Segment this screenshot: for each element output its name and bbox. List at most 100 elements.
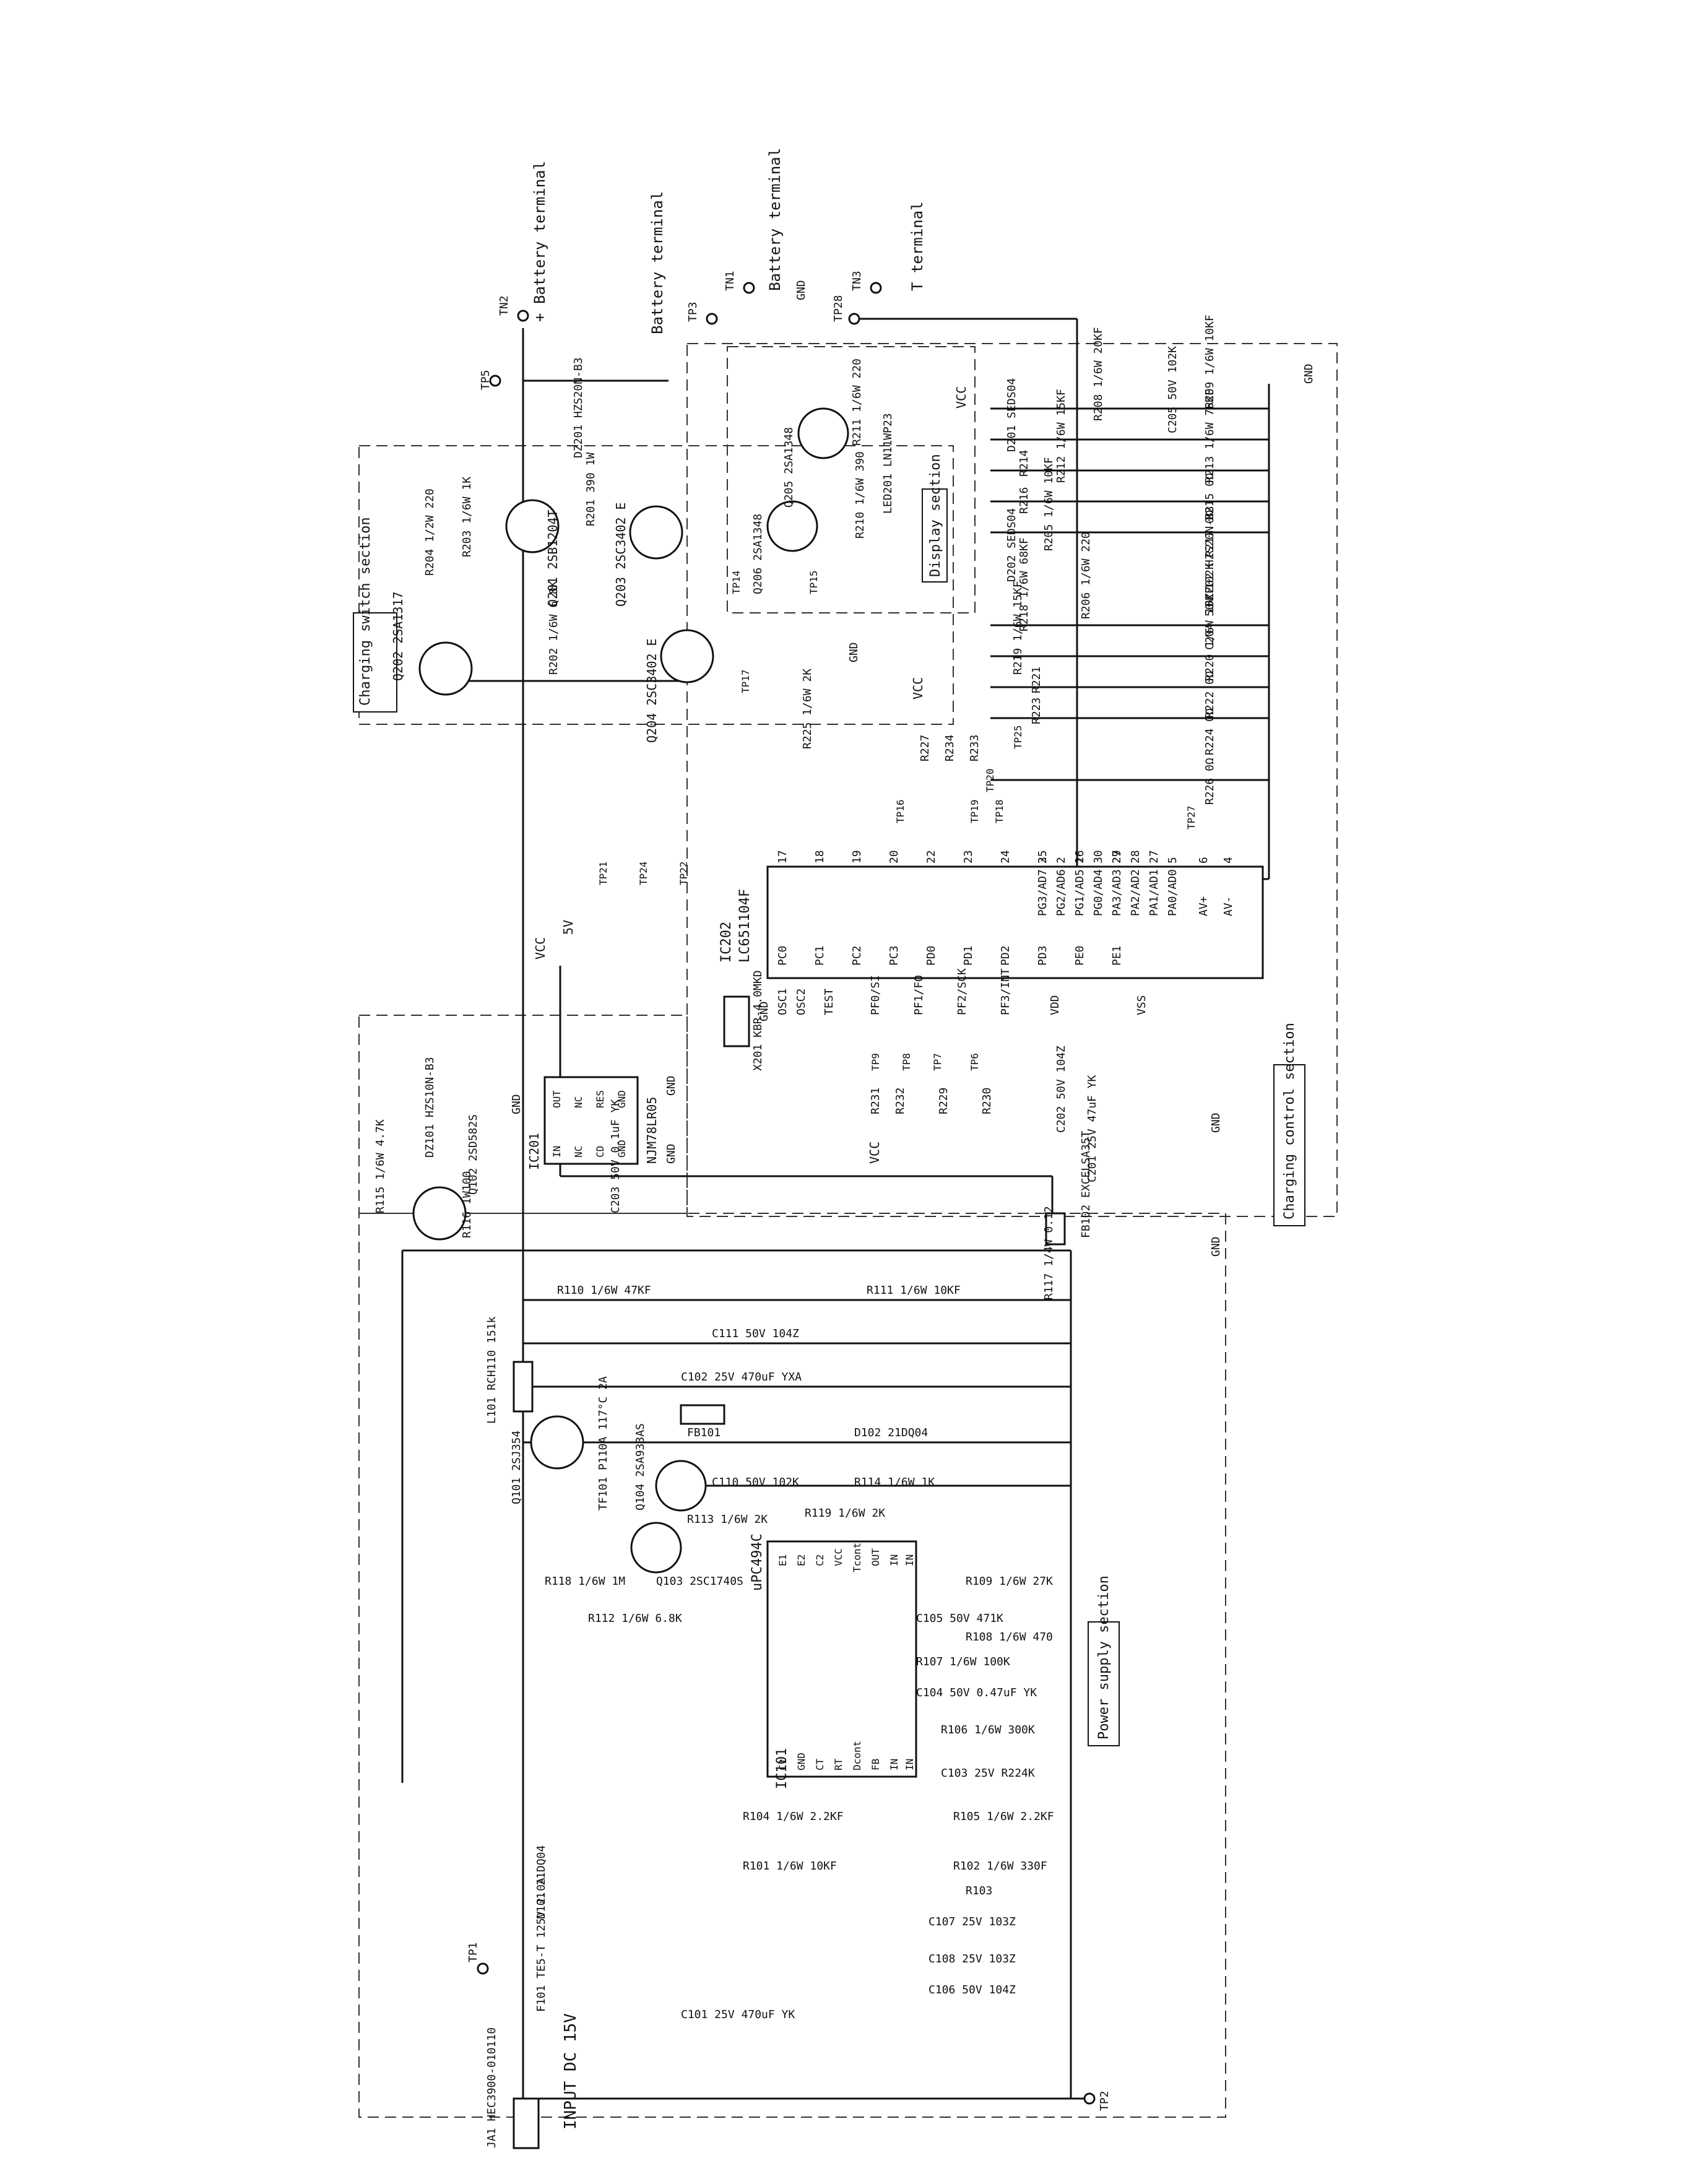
ic201-pin-res: RES — [594, 1090, 606, 1108]
tp21-label: TP21 — [597, 861, 609, 885]
ic202-num-27b: 27 — [1148, 850, 1161, 864]
label-r216: R216 — [1018, 487, 1031, 514]
vcc-label-pf: VCC — [867, 1142, 882, 1164]
tp22-label: TP22 — [678, 861, 690, 885]
ic202-pin-pf0: PF0/SI — [869, 975, 882, 1015]
label-dz202: DZ202 HZS20N-B3 — [1203, 506, 1216, 607]
tn3-label: TN3 — [850, 271, 863, 291]
label-d201: D201 SEDS04 — [1005, 378, 1018, 452]
tp5-terminal — [489, 375, 501, 387]
power-supply-section-box — [358, 1213, 1226, 2118]
ic101-pin-dcont: Dcont — [851, 1741, 863, 1770]
label-q203: Q203 2SC3402 E — [613, 502, 628, 607]
label-r221: R221 — [1030, 667, 1043, 693]
label-r229: R229 — [937, 1088, 950, 1114]
label-r102: R102 1/6W 330F — [953, 1860, 1047, 1873]
ic202-num-6: 6 — [1197, 857, 1210, 864]
ic202-num-22: 22 — [925, 850, 938, 864]
label-r224: R224 0Ω — [1203, 708, 1216, 755]
label-c104: C104 50V 0.47uF YK — [916, 1686, 1037, 1699]
label-c111: C111 50V 104Z — [712, 1327, 799, 1340]
label-q205: Q205 2SA1348 — [782, 427, 795, 508]
label-dz201: DZ201 HZS20N-B3 — [572, 357, 585, 458]
label-q206: Q206 2SA1348 — [751, 514, 764, 594]
label-fb101: FB101 — [687, 1426, 721, 1439]
label-r202: R202 1/6W 6.8K — [547, 581, 560, 675]
label-r117: R117 1/4W 0.12 — [1042, 1206, 1055, 1300]
ic202-pin-pe1: PE1 — [1110, 945, 1123, 966]
label-q101: Q101 2SJ354 — [510, 1431, 523, 1504]
ic101-pin-in2: IN — [904, 1554, 915, 1566]
label-r113: R113 1/6W 2K — [687, 1513, 768, 1526]
tp28-terminal — [848, 313, 860, 325]
tp3-battery-label: Battery terminal — [649, 191, 666, 334]
ic201-pin-out: OUT — [551, 1090, 563, 1108]
label-r231: R231 — [869, 1088, 882, 1114]
ic202-pin-pg1: PG1/AD5 — [1073, 869, 1086, 916]
ic202-num-25: 25 — [1036, 850, 1049, 864]
net-labels: VCC 5V VCC VCC VCC GND GND GND GND GND G… — [510, 280, 1315, 1257]
label-q202: Q202 2SA1317 — [391, 592, 405, 682]
tn1-battery-label: Battery terminal — [766, 148, 784, 291]
label-r212: R212 1/6W 15KF — [1055, 389, 1068, 483]
ic202-pin-pf3: PF3/INT — [999, 968, 1012, 1015]
label-ja1: JA1 HEC3900-010110 — [485, 2027, 498, 2148]
ja1-symbol — [513, 2097, 540, 2149]
ic202-num-30: 30 — [1092, 850, 1105, 864]
five-v-label: 5V — [561, 920, 576, 935]
label-l101: L101 RCH110 151k — [485, 1316, 498, 1424]
ic101-pin-in3: IN — [888, 1759, 900, 1770]
tp2-label: TP2 — [1098, 2091, 1111, 2111]
label-r233: R233 — [968, 735, 981, 761]
q202-symbol — [418, 641, 473, 696]
label-c102: C102 25V 470uF YXA — [681, 1371, 802, 1384]
display-section-title: Display section — [922, 454, 948, 583]
gnd-label-3: GND — [847, 642, 860, 662]
ic202-right-pins: PG3/AD7 PG2/AD6 PG1/AD5 PG0/AD4 PA3/AD3 … — [1036, 869, 1235, 916]
label-r226: R226 0Ω — [1203, 758, 1216, 805]
label-r214: R214 — [1018, 450, 1031, 477]
label-d202: D202 SEDS04 — [1005, 508, 1018, 582]
label-c108: C108 25V 103Z — [928, 1952, 1016, 1965]
ic101-pin-rt: RT — [833, 1758, 844, 1770]
label-r114: R114 1/6W 1K — [854, 1476, 935, 1489]
ic201-pin-gnd2: GND — [616, 1090, 628, 1108]
ic202-pin-pc2: PC2 — [850, 945, 863, 966]
fb102-symbol — [1045, 1212, 1066, 1246]
label-r219: R219 1/6W 15KF — [1011, 581, 1024, 675]
label-r104: R104 1/6W 2.2KF — [743, 1810, 844, 1823]
gnd-label-7: GND — [665, 1075, 678, 1096]
ic202-pin-pd0: PD0 — [925, 945, 938, 966]
ic202-pin-pg2: PG2/AD6 — [1055, 869, 1068, 916]
x201-symbol — [723, 995, 750, 1047]
ic201-pin-nc2: NC — [573, 1096, 584, 1108]
ic101-pin-gnd: GND — [795, 1753, 807, 1770]
label-d102: D102 21DQ04 — [854, 1426, 928, 1439]
tp3-label: TP3 — [686, 301, 699, 322]
tp5-label: TP5 — [479, 370, 492, 390]
charging-control-section-box — [686, 343, 1338, 1217]
label-led201: LED201 LN11WP23 — [881, 413, 894, 514]
tn3-t-label: T terminal — [909, 202, 926, 292]
label-c105: C105 50V 471K — [916, 1612, 1003, 1625]
tp17-label: TP17 — [740, 669, 751, 693]
label-r205: R205 1/6W 10KF — [1042, 457, 1055, 551]
label-r112: R112 1/6W 6.8K — [588, 1612, 682, 1625]
tp25-label: TP25 — [1012, 725, 1024, 749]
vcc-label-regulator: VCC — [533, 937, 548, 960]
label-c203: C203 50V 0.1uF YK — [609, 1099, 622, 1213]
label-c205: C205 50V 102K — [1166, 346, 1179, 433]
gnd-label-9: GND — [510, 1094, 523, 1114]
ic202-pin-osc2: OSC2 — [795, 989, 808, 1015]
ic202-num-26: 26 — [1073, 850, 1086, 864]
ic202-pin-pd1: PD1 — [962, 945, 975, 966]
ic202-left-pins: PC0 PC1 PC2 PC3 PD0 PD1 PD2 PD3 PE0 PE1 — [776, 945, 1123, 966]
ic101-pin-in4: IN — [904, 1759, 915, 1770]
q103-symbol — [630, 1522, 682, 1574]
q203-symbol — [629, 505, 683, 560]
tp19-label: TP19 — [969, 799, 980, 823]
label-dz101: DZ101 HZS10N-B3 — [423, 1057, 436, 1158]
ic202-num-2: 2 — [1055, 857, 1068, 864]
label-r203: R203 1/6W 1K — [461, 477, 474, 557]
ic202-pin-pc1: PC1 — [813, 945, 826, 966]
